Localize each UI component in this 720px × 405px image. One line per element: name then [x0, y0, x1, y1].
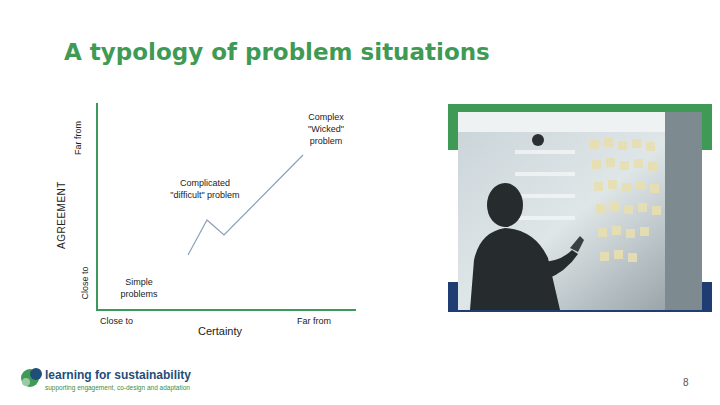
x-axis	[96, 309, 356, 311]
point-label: Complex "Wicked" problem	[294, 111, 358, 147]
axis-title: AGREEMENT	[55, 181, 68, 249]
axis-end-label: Close to	[100, 316, 133, 328]
axis-end-label: Far from	[73, 121, 85, 155]
trend-line	[188, 155, 303, 255]
point-label: Simple problems	[112, 276, 166, 300]
logo-tagline: supporting engagement, co-design and ada…	[45, 384, 190, 392]
axis-end-label: Far from	[297, 316, 331, 328]
page-number: 8	[683, 376, 689, 389]
logo-text: learning for sustainability	[45, 368, 191, 384]
axis-title: Certainty	[198, 324, 242, 338]
axis-end-label: Close to	[80, 266, 92, 299]
logo-mark	[21, 368, 42, 387]
slide-title: A typology of problem situations	[64, 38, 490, 68]
photo	[458, 112, 702, 310]
point-label: Complicated "difficult" problem	[170, 177, 240, 201]
y-axis	[96, 103, 98, 311]
